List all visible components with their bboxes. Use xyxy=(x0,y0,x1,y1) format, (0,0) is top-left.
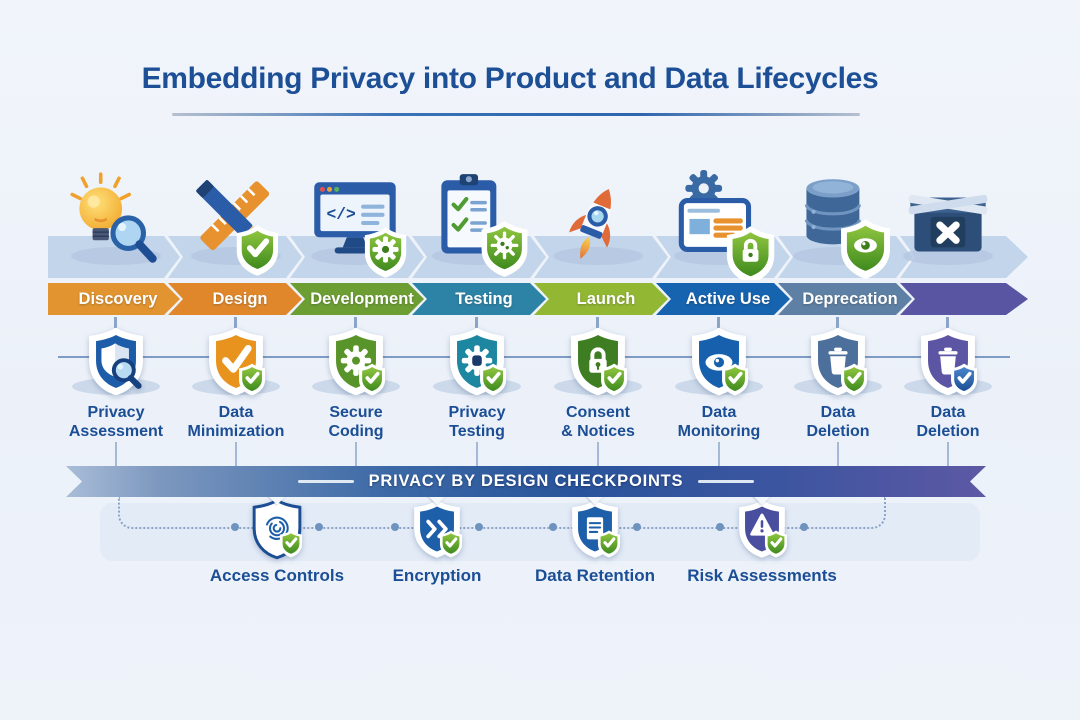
bottom-checkpoint-label: Risk Assessments xyxy=(687,566,837,585)
drop-line xyxy=(718,442,720,468)
privacy-by-design-banner: PRIVACY BY DESIGN CHECKPOINTS xyxy=(66,466,986,497)
stage-chevron-active-use: Active Use xyxy=(656,283,790,315)
drop-line xyxy=(837,442,839,468)
document-glyph xyxy=(586,517,604,540)
gear-bug-glyph xyxy=(461,345,493,376)
connector-dot xyxy=(391,523,399,531)
connector-tick xyxy=(836,317,839,328)
privacy-assessment-shield-icon xyxy=(89,327,143,396)
connector-tick xyxy=(354,317,357,328)
connector-tick xyxy=(475,317,478,328)
checkpoint-row-line xyxy=(58,356,1010,358)
stage-chevron-design: Design xyxy=(168,283,302,315)
stage-label: Design xyxy=(212,289,268,308)
lock-shield-icon xyxy=(727,226,774,280)
encryption-shield-icon xyxy=(414,500,465,560)
connector-dot xyxy=(633,523,641,531)
eye-glyph xyxy=(705,354,733,371)
stage-chevron-deprecation: Deprecation xyxy=(778,283,912,315)
page-title: Embedding Privacy into Product and Data … xyxy=(141,62,879,95)
dotted-connector xyxy=(118,496,886,529)
stage-label: Deprecation xyxy=(802,289,898,308)
arrows-glyph xyxy=(426,519,448,539)
icon-shadow xyxy=(903,247,993,265)
rocket-icon xyxy=(569,188,612,259)
banner-dash-left xyxy=(298,480,354,483)
connector-dot xyxy=(475,523,483,531)
drop-line xyxy=(597,442,599,468)
gear-glyph xyxy=(340,345,372,376)
connector-dot xyxy=(315,523,323,531)
connector-tick xyxy=(234,317,237,328)
banner-dash-right xyxy=(698,480,754,483)
stage-chevron-final xyxy=(900,283,1028,315)
stage-label: Discovery xyxy=(78,289,158,308)
drop-line xyxy=(355,442,357,468)
data-minimization-shield-icon xyxy=(209,327,269,398)
consent-notices-shield-icon xyxy=(571,327,631,398)
title-underline xyxy=(172,113,860,116)
gear-icon xyxy=(685,170,723,207)
drop-line xyxy=(235,442,237,468)
bottom-checkpoint-label: Access Controls xyxy=(209,566,345,585)
bottom-checkpoint-label: Data Retention xyxy=(535,566,655,585)
clipboard-checklist-icon xyxy=(441,174,533,280)
drop-line xyxy=(947,442,949,468)
check-glyph xyxy=(222,345,252,373)
connector-dot xyxy=(800,523,808,531)
database-eye-icon xyxy=(804,179,894,280)
icon-shadow xyxy=(71,247,161,265)
code-monitor-icon: </> xyxy=(314,182,412,280)
data-retention-shield-icon xyxy=(572,500,623,560)
risk-assessments-shield-icon xyxy=(739,500,790,560)
stage-label: Testing xyxy=(455,289,513,308)
connector-tick xyxy=(946,317,949,328)
connector-tick xyxy=(114,317,117,328)
pencil-ruler-icon xyxy=(196,180,292,280)
drop-line xyxy=(115,442,117,468)
data-monitoring-shield-icon xyxy=(692,327,752,398)
icon-shadow xyxy=(553,247,643,265)
browser-gear-icon xyxy=(678,170,775,280)
lightbulb-magnifier-icon xyxy=(70,172,157,263)
gear-shield-icon xyxy=(365,227,406,277)
connector-dot xyxy=(716,523,724,531)
retired-box-x-icon xyxy=(908,194,988,252)
svg-text:</>: </> xyxy=(326,205,355,224)
stage-chevron-launch: Launch xyxy=(534,283,668,315)
stage-chevron-development: Development xyxy=(290,283,424,315)
stage-label: Active Use xyxy=(685,289,771,308)
stage-label: Launch xyxy=(576,289,636,308)
drop-line xyxy=(476,442,478,468)
check-shield-icon xyxy=(237,225,278,275)
stage-label: Development xyxy=(310,289,414,308)
bug-shield-icon xyxy=(482,221,528,277)
connector-dot xyxy=(231,523,239,531)
stage-chevron-testing: Testing xyxy=(412,283,546,315)
stage-chevron-discovery: Discovery xyxy=(48,283,180,315)
data-deletion-final-shield-icon xyxy=(921,327,981,398)
secure-coding-shield-icon xyxy=(329,327,389,398)
privacy-testing-shield-icon xyxy=(450,327,510,398)
access-controls-shield-icon xyxy=(252,498,305,560)
magnifier-glyph xyxy=(111,358,142,389)
eye-shield-icon xyxy=(841,219,890,279)
warning-glyph xyxy=(750,513,774,536)
connector-tick xyxy=(717,317,720,328)
checkpoint-label: Consent& Notices xyxy=(561,404,635,440)
banner-label: PRIVACY BY DESIGN CHECKPOINTS xyxy=(368,472,684,490)
bottom-checkpoints-band xyxy=(100,503,980,561)
connector-dot xyxy=(549,523,557,531)
connector-tick xyxy=(596,317,599,328)
data-deletion-shield-icon xyxy=(811,327,871,398)
bottom-checkpoint-label: Encryption xyxy=(392,566,482,585)
